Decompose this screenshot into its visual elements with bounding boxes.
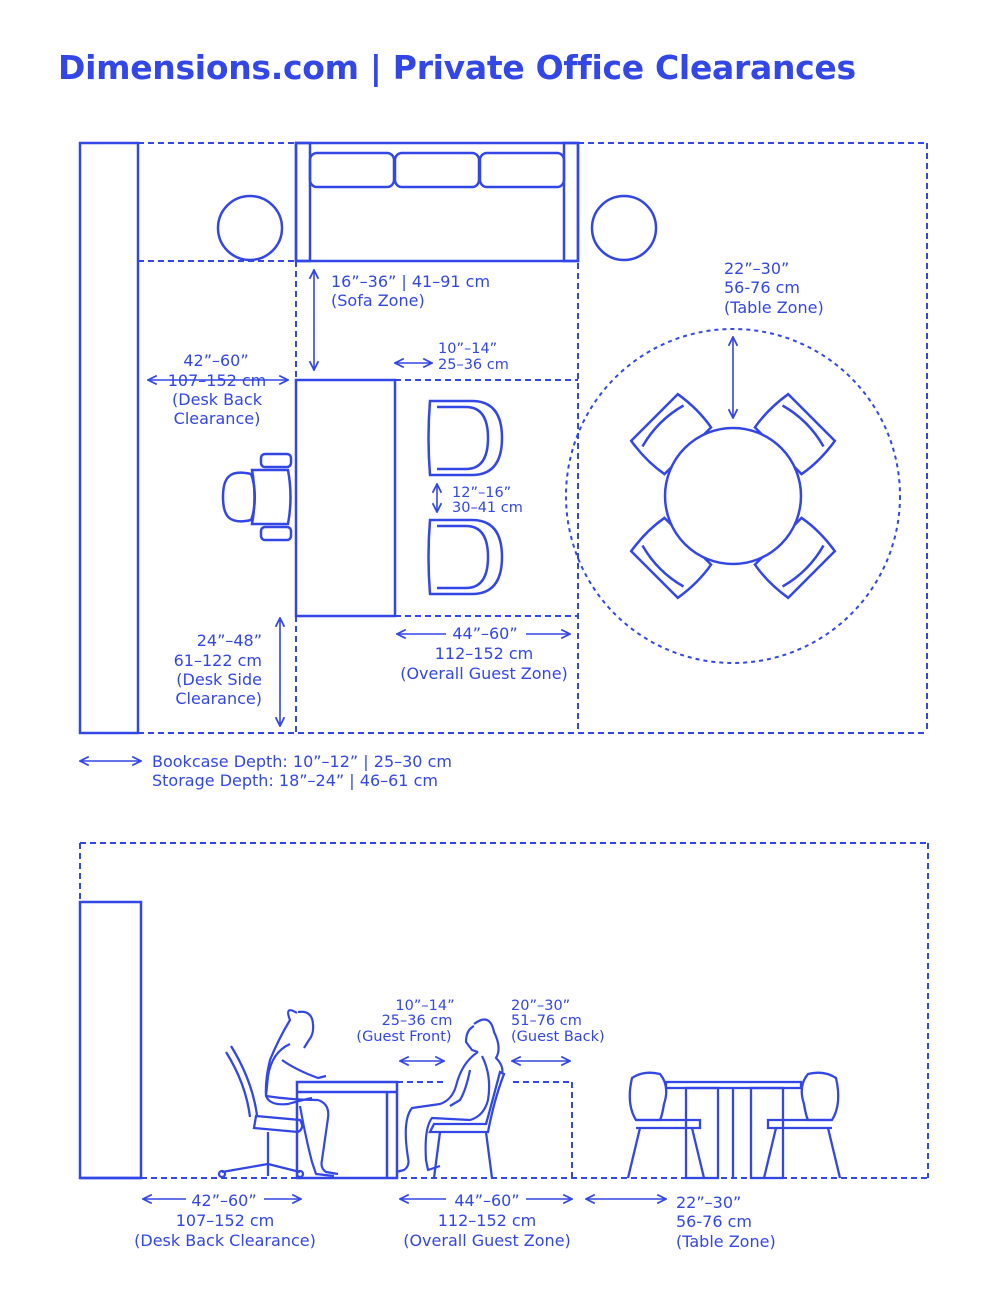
guest-front-label-metric: 25–36 cm bbox=[438, 357, 509, 373]
guest-gap-label-metric: 30–41 cm bbox=[452, 500, 523, 516]
elev-overall-guest-imperial: 44”–60” bbox=[454, 1191, 519, 1210]
elev-overall-guest-metric: 112–152 cm bbox=[438, 1211, 537, 1230]
desk-side-label-name-2: Clearance) bbox=[175, 689, 262, 708]
overall-guest-label-metric: 112–152 cm bbox=[435, 644, 534, 663]
elev-overall-guest-name: (Overall Guest Zone) bbox=[403, 1231, 571, 1250]
desk-back-label-imperial: 42”–60” bbox=[183, 351, 248, 370]
elevation-zone-lines bbox=[79, 842, 929, 1179]
elev-desk-back-metric: 107–152 cm bbox=[176, 1211, 275, 1230]
page-title: Dimensions.com | Private Office Clearanc… bbox=[58, 48, 856, 87]
overall-guest-label-imperial: 44”–60” bbox=[452, 624, 517, 643]
dining-chair bbox=[753, 392, 837, 476]
dining-chair bbox=[753, 516, 837, 600]
elev-guest-front-metric: 25–36 cm bbox=[382, 1013, 453, 1029]
desk-back-label-name-2: Clearance) bbox=[174, 409, 261, 428]
guest-front-label-imperial: 10”–14” bbox=[438, 341, 497, 357]
elev-table-zone-metric: 56-76 cm bbox=[676, 1212, 752, 1231]
storage-depth-label: Storage Depth: 18”–24” | 46–61 cm bbox=[152, 771, 438, 790]
bookcase bbox=[78, 141, 140, 735]
side-table-right bbox=[590, 194, 658, 262]
desk-side-label-metric: 61–122 cm bbox=[174, 651, 262, 670]
desk-person bbox=[264, 1009, 339, 1178]
desk-side-label-imperial: 24”–48” bbox=[197, 631, 262, 650]
table-zone-circle bbox=[565, 328, 901, 664]
guest-chair-plan-top bbox=[427, 399, 504, 477]
elev-guest-back-metric: 51–76 cm bbox=[511, 1013, 582, 1029]
overall-guest-label-name: (Overall Guest Zone) bbox=[400, 664, 568, 683]
elev-guest-front-name: (Guest Front) bbox=[356, 1029, 451, 1045]
elevation-labels: 10”–14” 25–36 cm (Guest Front) 20”–30” 5… bbox=[134, 998, 776, 1251]
plan-dimension-arrows bbox=[80, 270, 733, 761]
plan-labels: 16”–36” | 41–91 cm (Sofa Zone) 10”–14” 2… bbox=[152, 259, 824, 790]
elev-table-zone-name: (Table Zone) bbox=[676, 1232, 776, 1251]
desk-side-label-name-1: (Desk Side bbox=[176, 670, 262, 689]
desk-back-label-name-1: (Desk Back bbox=[172, 390, 263, 409]
plan-zone-lines bbox=[138, 142, 928, 734]
guest-gap-label-imperial: 12”–16” bbox=[452, 485, 511, 501]
dining-set-plan bbox=[629, 392, 837, 600]
elev-desk-back-name: (Desk Back Clearance) bbox=[134, 1231, 316, 1250]
side-table-left bbox=[216, 194, 284, 262]
guest-person bbox=[395, 1018, 504, 1174]
round-table bbox=[663, 426, 803, 566]
sofa-zone-label-size: 16”–36” | 41–91 cm bbox=[331, 272, 490, 291]
table-zone-label-imperial: 22”–30” bbox=[724, 259, 789, 278]
elevation-view bbox=[78, 842, 929, 1199]
elev-desk-back-imperial: 42”–60” bbox=[191, 1191, 256, 1210]
elev-table-zone-imperial: 22”–30” bbox=[676, 1193, 741, 1212]
elev-guest-front-imperial: 10”–14” bbox=[395, 998, 454, 1014]
elev-guest-back-imperial: 20”–30” bbox=[511, 998, 570, 1014]
desk-back-label-metric: 107–152 cm bbox=[168, 371, 267, 390]
dining-chair bbox=[629, 516, 713, 600]
elevation-dimension-arrows bbox=[143, 1061, 666, 1199]
table-zone-label-name: (Table Zone) bbox=[724, 298, 824, 317]
plan-view bbox=[78, 141, 928, 761]
sofa-zone-label-name: (Sofa Zone) bbox=[331, 291, 425, 310]
desk bbox=[294, 378, 397, 618]
dining-chair bbox=[629, 392, 713, 476]
bookcase-depth-label: Bookcase Depth: 10”–12” | 25–30 cm bbox=[152, 752, 452, 771]
guest-chair-elevation bbox=[428, 1070, 506, 1179]
elev-guest-back-name: (Guest Back) bbox=[511, 1029, 605, 1045]
office-chair-plan bbox=[221, 452, 293, 542]
dining-set-elevation bbox=[626, 1071, 842, 1180]
guest-chair-plan-bottom bbox=[427, 518, 504, 596]
bookcase-elevation bbox=[78, 900, 143, 1180]
office-chair-elevation bbox=[217, 1045, 305, 1179]
desk-elevation bbox=[295, 1080, 399, 1180]
sofa bbox=[294, 141, 580, 263]
table-zone-label-metric: 56-76 cm bbox=[724, 278, 800, 297]
